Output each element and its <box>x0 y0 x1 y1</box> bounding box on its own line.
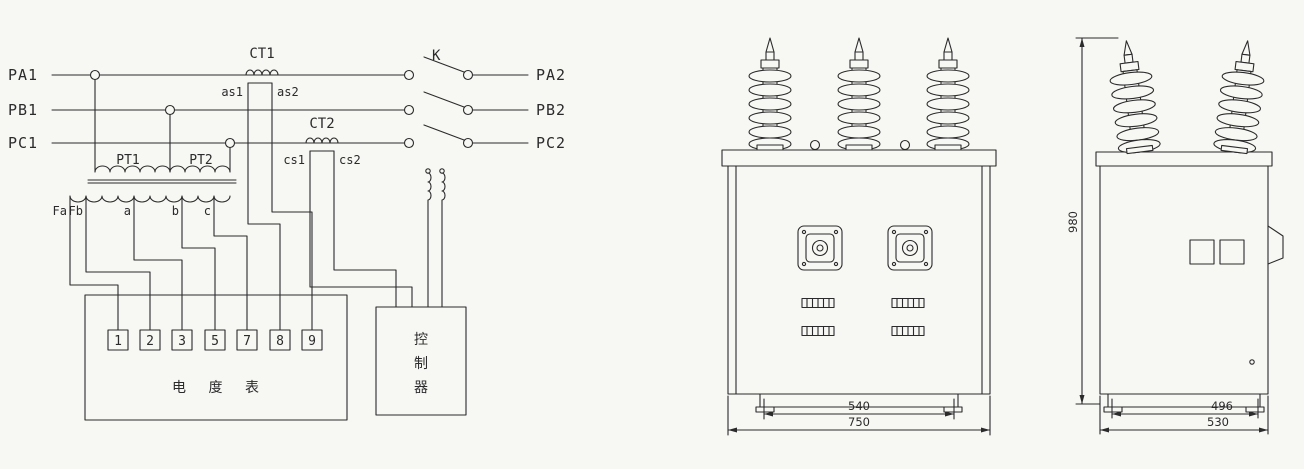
disconnect-switch-k: K <box>403 48 474 149</box>
ct1-terminal-as1: as1 <box>221 85 243 99</box>
meter-terminal-1: 1 <box>114 334 122 349</box>
meter-terminal-3: 3 <box>178 334 186 349</box>
dimension-530: 530 <box>1207 415 1229 429</box>
inspection-window <box>887 225 933 271</box>
vent-louver <box>801 325 835 337</box>
side-bracket <box>1267 225 1284 265</box>
base-channel <box>759 393 959 408</box>
front-dimensions: 540 750 <box>727 395 991 436</box>
top-plate <box>721 149 997 167</box>
inspection-window <box>797 225 843 271</box>
foot-pad <box>1103 406 1123 413</box>
ct2-current-transformer: CT2 cs1 cs2 <box>283 116 360 167</box>
ct1-current-transformer: CT1 as1 as2 <box>221 46 298 99</box>
side-dimensions: 980 496 530 <box>1066 37 1269 435</box>
dimension-750: 750 <box>848 415 870 429</box>
meter-box: 1 2 3 5 7 8 9 电 度 表 <box>84 294 348 421</box>
dimension-540: 540 <box>848 399 870 413</box>
foot-pad <box>755 406 775 413</box>
phase-label-pc2: PC2 <box>536 134 566 152</box>
phase-label-pa2: PA2 <box>536 66 566 84</box>
vent-louver <box>801 297 835 309</box>
pt-terminal-fb: Fb <box>69 204 83 218</box>
secondary-wiring <box>69 82 413 331</box>
controller-label-char-3: 器 <box>414 380 428 396</box>
tap-node-a <box>89 69 101 81</box>
dimension-496: 496 <box>1211 399 1233 413</box>
meter-terminal-strip: 1 2 3 5 7 8 9 <box>107 329 323 351</box>
vent-louver <box>891 325 925 337</box>
tap-node-b <box>164 104 176 116</box>
ct2-terminal-cs2: cs2 <box>339 153 361 167</box>
tank-body <box>727 165 991 395</box>
trip-coil <box>425 168 446 308</box>
meter-terminal-8: 8 <box>276 334 284 349</box>
foot-pad <box>943 406 963 413</box>
pt-terminal-fa: Fa <box>53 204 67 218</box>
meter-terminal-2: 2 <box>146 334 154 349</box>
controller-box: 控 制 器 <box>375 306 467 416</box>
pt1-label: PT1 <box>116 153 139 168</box>
ct2-label: CT2 <box>309 116 334 132</box>
lifting-lug <box>899 139 911 151</box>
meter-terminal-5: 5 <box>211 334 219 349</box>
side-panel-window <box>1189 239 1215 265</box>
wiring-schematic: PA1 PB1 PC1 PA2 PB2 PC2 CT1 <box>8 46 566 421</box>
dimension-980: 980 <box>1066 211 1080 233</box>
ct1-terminal-as2: as2 <box>277 85 299 99</box>
side-panel-window <box>1219 239 1245 265</box>
tap-node-c <box>224 137 236 149</box>
vent-louver <box>891 297 925 309</box>
bushing-insulator <box>748 37 792 151</box>
base-channel <box>1107 393 1261 408</box>
foot-pad <box>1245 406 1265 413</box>
phase-label-pa1: PA1 <box>8 66 38 84</box>
lifting-lug <box>809 139 821 151</box>
bushing-insulator <box>837 37 881 151</box>
meter-terminal-7: 7 <box>243 334 251 349</box>
pt-terminal-a: a <box>124 204 131 218</box>
bushing-insulator <box>1104 37 1162 156</box>
phase-label-pb1: PB1 <box>8 101 38 119</box>
ct2-terminal-cs1: cs1 <box>283 153 305 167</box>
controller-label-char-2: 制 <box>414 356 428 372</box>
top-plate <box>1095 151 1273 167</box>
phase-label-pc1: PC1 <box>8 134 38 152</box>
side-view: 980 496 530 <box>1066 37 1284 435</box>
tank-body <box>1099 165 1269 395</box>
bushing-insulator <box>1212 37 1270 156</box>
ct1-label: CT1 <box>249 46 274 62</box>
pt-terminal-c: c <box>204 204 211 218</box>
drain-plug <box>1249 359 1255 365</box>
meter-label: 电 度 表 <box>172 380 268 396</box>
pt2-label: PT2 <box>189 153 212 168</box>
front-view: 540 750 <box>721 37 997 436</box>
pt-terminal-b: b <box>172 204 179 218</box>
switch-label: K <box>432 48 441 64</box>
phase-lines <box>51 69 529 149</box>
phase-label-pb2: PB2 <box>536 101 566 119</box>
controller-label-char-1: 控 <box>414 332 428 348</box>
meter-terminal-9: 9 <box>308 334 316 349</box>
bushing-insulator <box>926 37 970 151</box>
pt-potential-transformers: PT1 PT2 Fa Fb a b c <box>53 78 237 218</box>
